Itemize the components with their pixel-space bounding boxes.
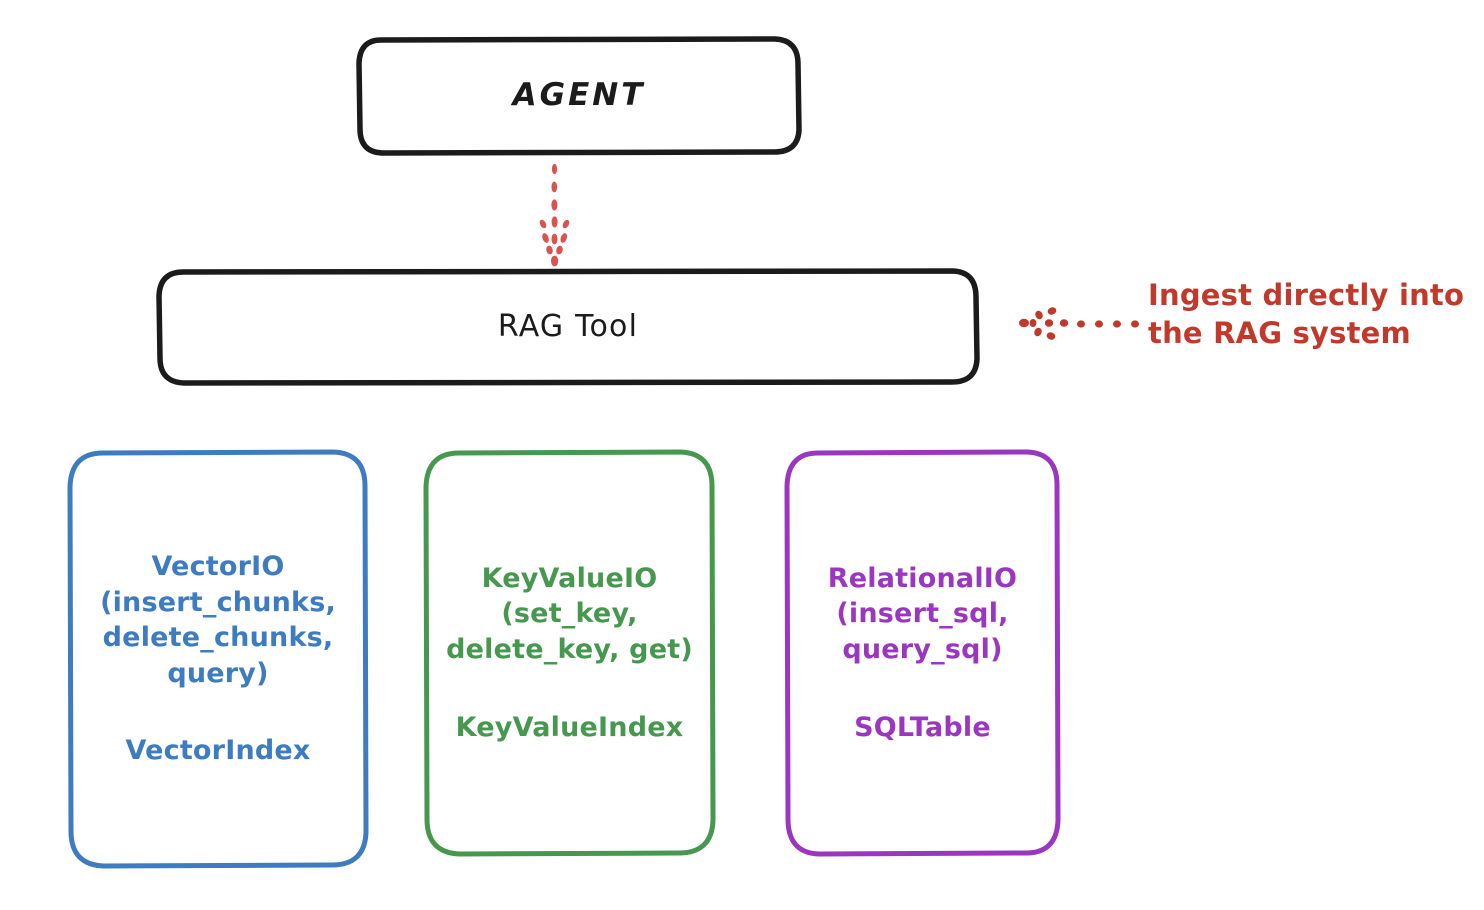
node-vector-io[interactable]: VectorIO (insert_chunks, delete_chunks, … — [67, 449, 369, 869]
node-relational-io[interactable]: RelationalIO (insert_sql, query_sql) SQL… — [784, 449, 1061, 857]
connector-agent-to-rag-tool — [539, 163, 570, 267]
node-rag-tool[interactable]: RAG Tool — [156, 268, 980, 386]
relational-io-content: RelationalIO (insert_sql, query_sql) SQL… — [784, 561, 1061, 746]
vector-io-content: VectorIO (insert_chunks, delete_chunks, … — [67, 549, 369, 769]
vector-io-sub-label: VectorIndex — [125, 735, 311, 767]
vector-io-label: VectorIO (insert_chunks, delete_chunks, … — [100, 550, 336, 689]
node-agent[interactable]: AGENT — [356, 36, 802, 156]
annotation-ingest-note: Ingest directly into the RAG system — [1148, 278, 1465, 351]
relational-io-label: RelationalIO (insert_sql, query_sql) — [827, 562, 1018, 665]
keyvalue-io-label: KeyValueIO (set_key, delete_key, get) — [446, 562, 693, 665]
relational-io-sub-label: SQLTable — [854, 711, 991, 743]
keyvalue-io-sub-label: KeyValueIndex — [455, 711, 684, 743]
node-keyvalue-io[interactable]: KeyValueIO (set_key, delete_key, get) Ke… — [423, 449, 716, 857]
keyvalue-io-content: KeyValueIO (set_key, delete_key, get) Ke… — [423, 561, 716, 746]
connector-ingest-pointer — [1019, 307, 1139, 340]
rag-tool-label: RAG Tool — [497, 308, 639, 344]
agent-label: AGENT — [512, 77, 646, 114]
